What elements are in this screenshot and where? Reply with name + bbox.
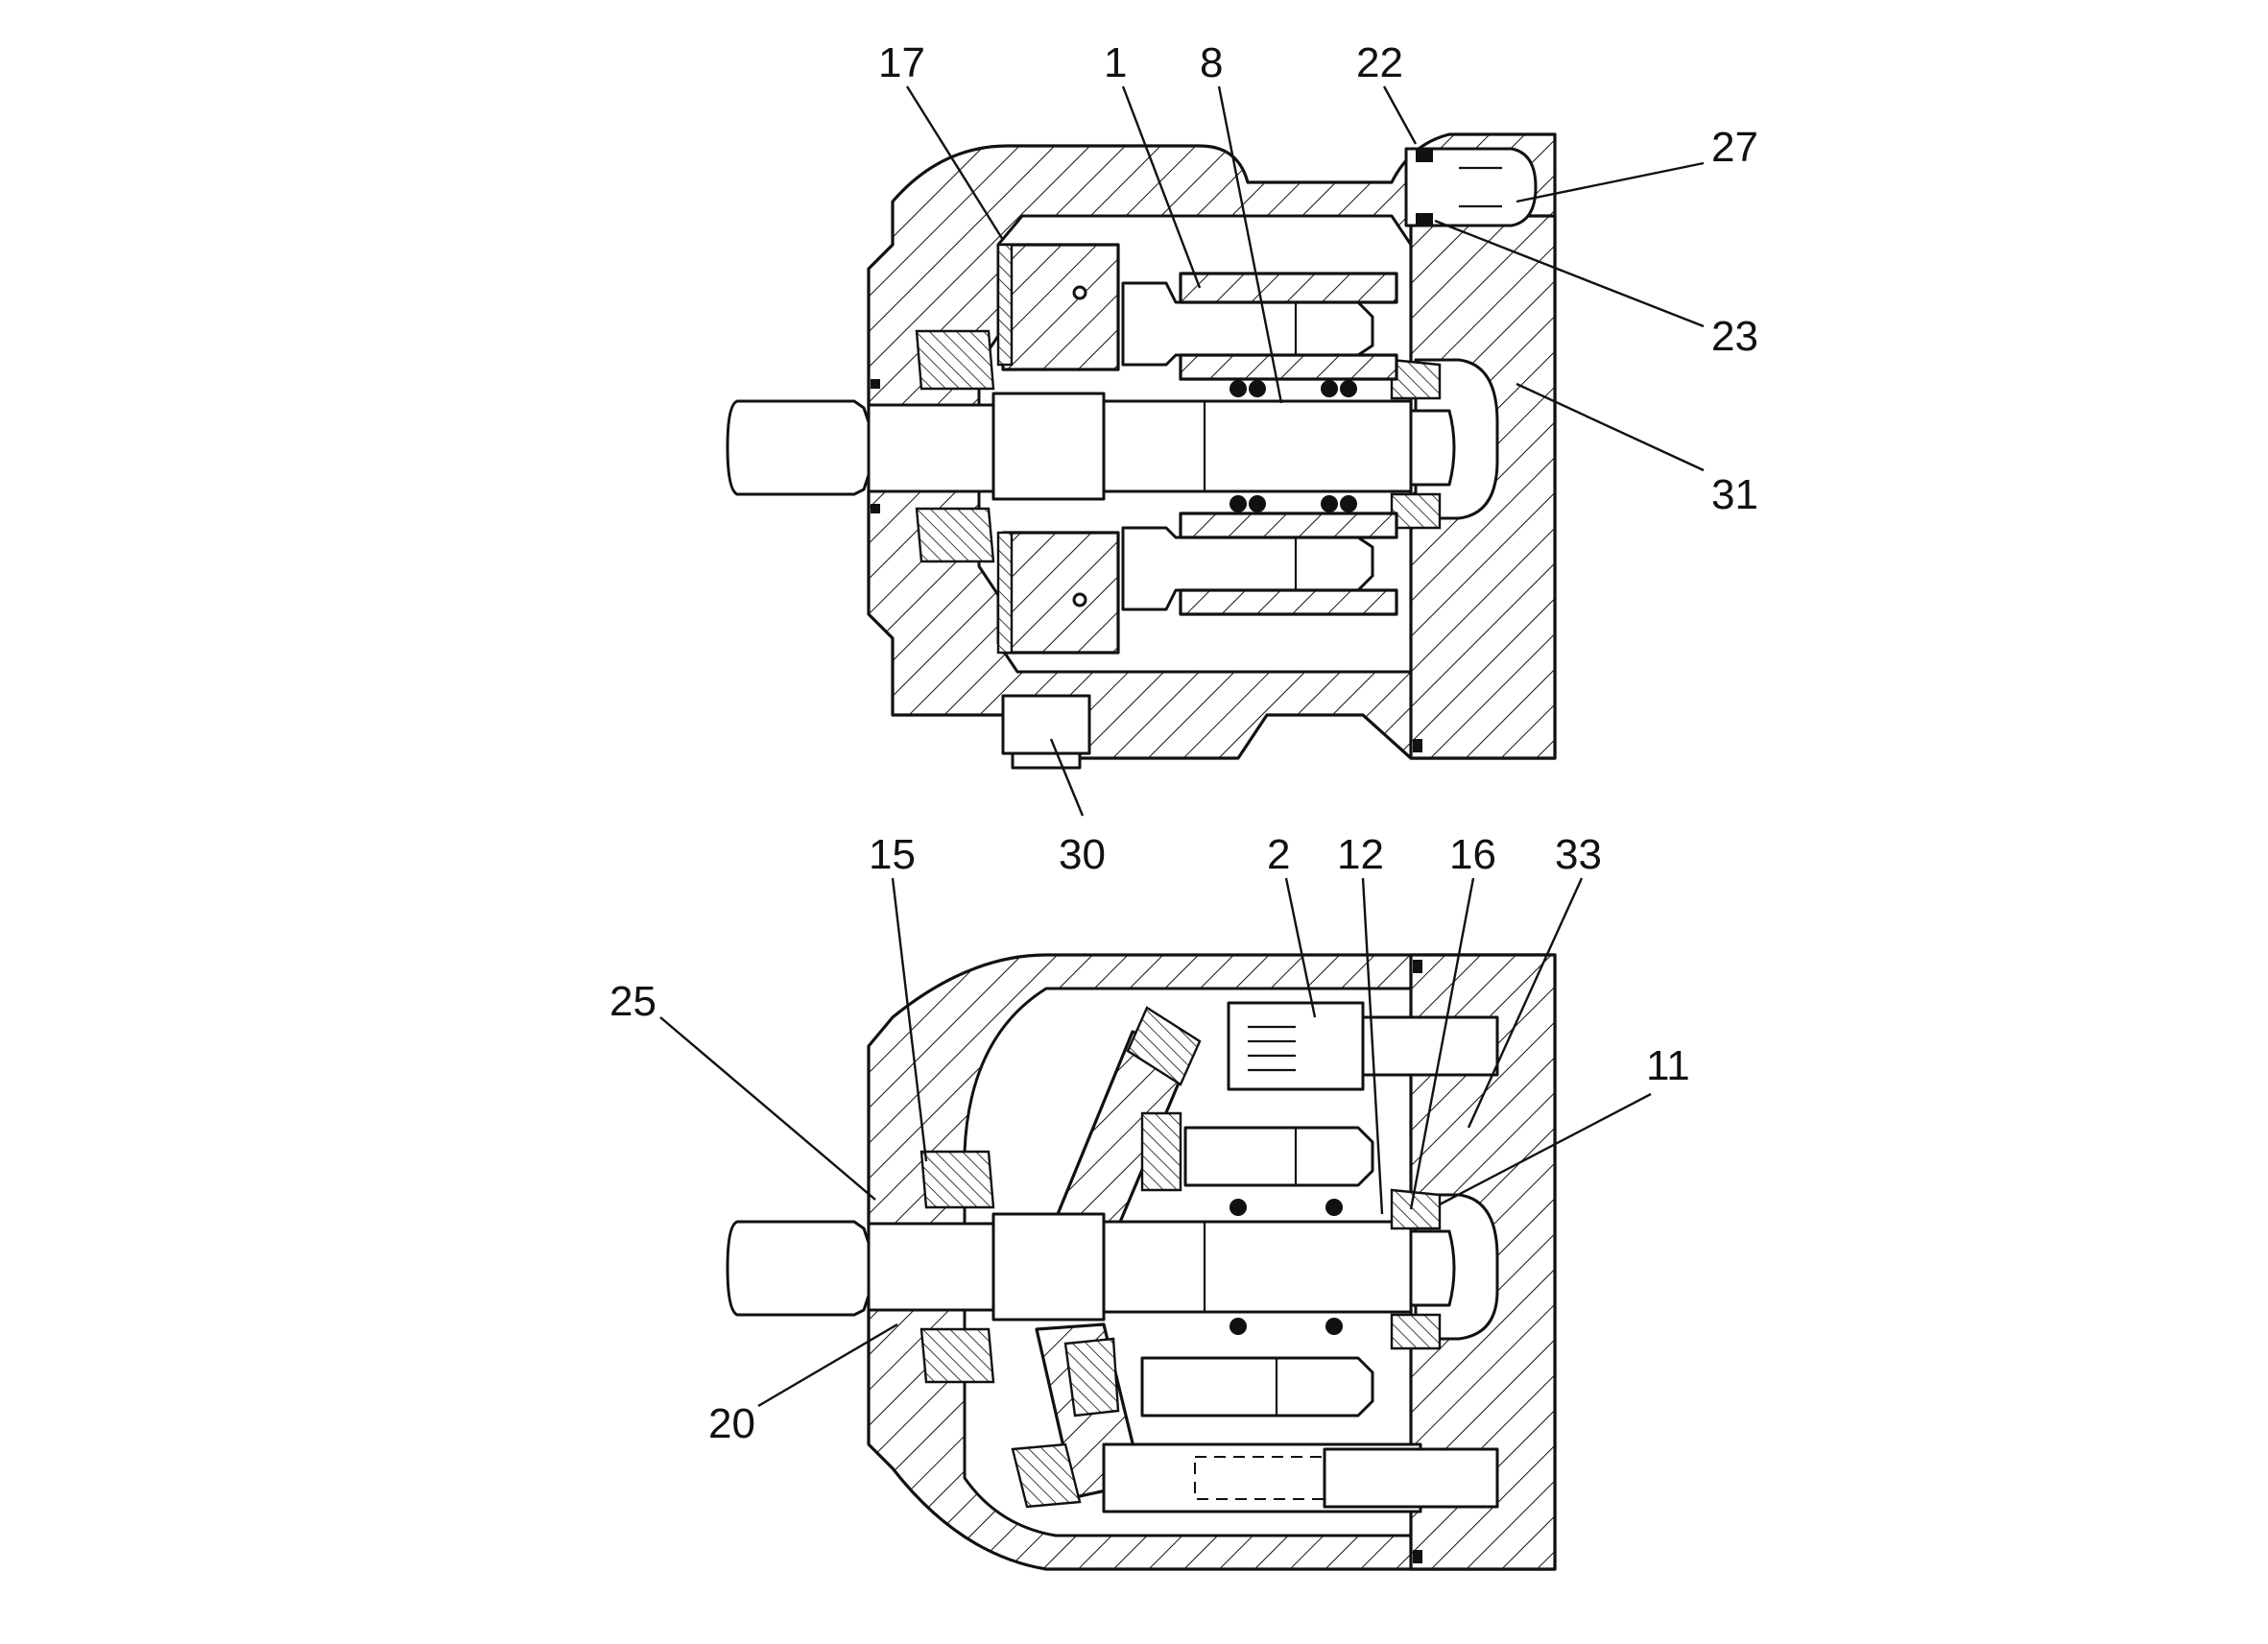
leader-15 [891, 877, 928, 1162]
leader-23 [1434, 219, 1705, 328]
callout-17: 17 [878, 39, 925, 86]
lower-section-view [659, 877, 1652, 1571]
callout-25: 25 [609, 978, 657, 1025]
upper-port-plug [1404, 147, 1538, 227]
lower-callout-labels: 30 15 2 12 16 33 25 11 20 [609, 831, 1690, 1447]
callout-20: 20 [708, 1400, 755, 1447]
leader-2 [1284, 877, 1317, 1018]
leader-31 [1516, 382, 1705, 472]
lower-shaft-bearings [919, 1150, 1442, 1384]
upper-spring [1229, 380, 1357, 512]
leader-27 [1516, 161, 1705, 203]
lower-spring-coil-4 [1325, 1318, 1343, 1335]
callout-27: 27 [1711, 124, 1758, 171]
lower-body-seal-top [1413, 960, 1422, 973]
callout-33: 33 [1555, 831, 1602, 878]
lower-spring-coil-3 [1229, 1318, 1247, 1335]
lower-spring-coil-2 [1325, 1199, 1343, 1216]
leader-8 [1217, 85, 1283, 404]
callout-31: 31 [1711, 471, 1758, 518]
upper-section-view [726, 85, 1705, 817]
leader-33 [1467, 877, 1584, 1129]
callout-22: 22 [1356, 39, 1403, 86]
lower-return-piston [1011, 1442, 1499, 1513]
leader-25 [659, 1016, 876, 1201]
callout-16: 16 [1449, 831, 1496, 878]
upper-cylinder-block [1179, 272, 1398, 616]
lower-drive-shaft [726, 1212, 1456, 1322]
leader-16 [1409, 877, 1475, 1210]
leader-20 [757, 1322, 898, 1408]
lower-spring-coil [1229, 1199, 1247, 1216]
leader-1 [1121, 85, 1202, 289]
upper-shaft-seal-lower [871, 504, 880, 513]
callout-30: 30 [1059, 831, 1106, 878]
leader-17-upper [905, 85, 1005, 241]
lower-pistons [1063, 1111, 1374, 1418]
leader-22 [1382, 85, 1418, 145]
upper-drain-plug [1001, 694, 1091, 770]
callout-12: 12 [1337, 831, 1384, 878]
callout-1: 1 [1104, 39, 1127, 86]
leader-30 [1049, 738, 1085, 817]
upper-drive-shaft [726, 392, 1456, 501]
lower-body-seal-bottom [1413, 1550, 1422, 1563]
leader-12 [1361, 877, 1384, 1215]
upper-shaft-seal [871, 379, 880, 389]
upper-shaft-bearings [915, 329, 1442, 563]
callout-11: 11 [1646, 1042, 1690, 1089]
leader-11 [1439, 1092, 1652, 1206]
callout-2: 2 [1267, 831, 1290, 878]
upper-callout-labels: 17 1 8 22 27 23 31 [878, 39, 1758, 518]
callout-15: 15 [869, 831, 916, 878]
callout-8: 8 [1200, 39, 1223, 86]
callout-23: 23 [1711, 313, 1758, 360]
upper-body-seal [1413, 739, 1422, 752]
upper-swash-plate [996, 243, 1120, 655]
lower-control-piston [1126, 1001, 1499, 1091]
